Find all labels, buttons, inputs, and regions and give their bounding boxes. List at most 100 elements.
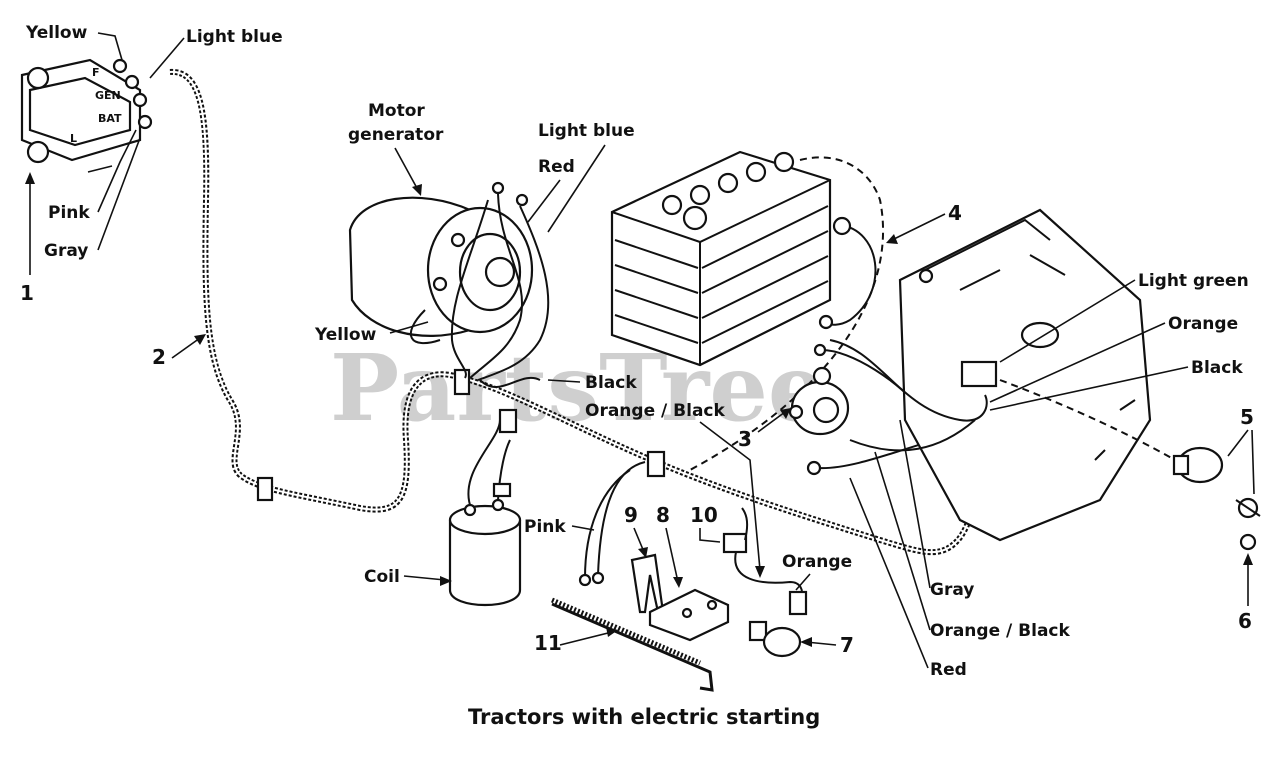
- arrow-5: [1227, 429, 1255, 495]
- regulator-pigtail: [87, 165, 113, 173]
- leader-black-center: [547, 379, 581, 383]
- arrow-11: [559, 631, 613, 646]
- leader-orange-right: [989, 322, 1166, 403]
- callout-3: 3: [738, 427, 752, 451]
- wire-generator-yellow: [450, 199, 489, 379]
- wire-tank-1: [829, 339, 988, 422]
- label-pink-coil: Pink: [524, 517, 566, 537]
- leader-light-blue-regulator: [149, 37, 185, 79]
- leader-pink-regulator: [97, 129, 137, 213]
- leader-red-generator: [527, 179, 561, 223]
- arrowhead-7: [800, 637, 812, 647]
- label-coil: Coil: [364, 567, 400, 587]
- leader-yellow-regulator: [97, 32, 123, 61]
- arrow-8: [665, 527, 679, 583]
- callout-9: 9: [624, 503, 638, 527]
- wire-tank-dashed: [999, 379, 1176, 461]
- callout-7: 7: [840, 633, 854, 657]
- regulator-terminal-f: F: [92, 66, 100, 79]
- arrowhead-1: [25, 172, 35, 184]
- motor-generator: [348, 196, 534, 345]
- wiring-harness: [169, 68, 988, 556]
- callout-5: 5: [1240, 405, 1254, 429]
- starter-solenoid: [788, 366, 850, 436]
- part-10-switch: [722, 507, 749, 554]
- fuel-tank: [898, 208, 1152, 542]
- label-light-green: Light green: [1138, 271, 1249, 291]
- label-pink-regulator: Pink: [48, 203, 90, 223]
- leader-light-green: [999, 279, 1136, 363]
- arrowhead-4: [886, 234, 898, 244]
- arrowhead-8: [673, 577, 683, 588]
- leader-yellow-generator: [389, 321, 429, 334]
- wire-generator-red: [469, 193, 523, 379]
- arrowhead-motor-generator: [412, 184, 422, 196]
- leader-orange-switch: [795, 573, 811, 591]
- ignition-coil: [448, 408, 522, 606]
- regulator-terminal-gen: GEN: [95, 89, 121, 102]
- arrow-9: [633, 527, 645, 553]
- leader-light-blue-generator: [547, 144, 606, 233]
- wire-pink-2: [584, 469, 631, 579]
- leader-red-bottom: [849, 477, 929, 669]
- callout-8: 8: [656, 503, 670, 527]
- part-7-switch: [748, 620, 802, 658]
- label-gray-bottom: Gray: [930, 580, 974, 600]
- voltage-regulator: F GEN BAT L: [20, 58, 153, 164]
- label-black-right: Black: [1191, 358, 1243, 378]
- battery-cable-dashed: [689, 156, 885, 471]
- arrowhead-orange-black-center: [755, 566, 765, 578]
- label-generator: generator: [348, 125, 444, 145]
- leader-gray-bottom: [899, 419, 931, 589]
- leader-black-right: [989, 366, 1189, 411]
- leader-orange-black-center: [699, 421, 761, 571]
- label-motor: Motor: [368, 101, 425, 121]
- ignition-switch: [1172, 446, 1261, 551]
- regulator-terminal-l: L: [70, 132, 77, 145]
- label-yellow-generator: Yellow: [314, 325, 377, 345]
- wire-pink: [597, 461, 646, 576]
- label-orange-black-center: Orange / Black: [585, 401, 725, 421]
- label-orange-right: Orange: [1168, 314, 1238, 334]
- arrow-10: [699, 528, 721, 543]
- arrowhead-coil: [440, 576, 452, 586]
- callout-6: 6: [1238, 609, 1252, 633]
- arrowhead-6: [1243, 553, 1253, 565]
- callout-10: 10: [690, 503, 718, 527]
- arrowhead-11: [606, 627, 618, 637]
- callout-1: 1: [20, 281, 34, 305]
- leader-pink-coil: [571, 525, 595, 531]
- label-light-blue-regulator: Light blue: [186, 27, 283, 47]
- callout-11: 11: [534, 631, 562, 655]
- leader-motor-generator: [394, 147, 419, 191]
- arrow-4: [891, 213, 946, 241]
- arrow-3: [757, 411, 786, 433]
- wire-tank-2: [849, 419, 976, 452]
- part-9-clip: [630, 553, 665, 614]
- arrowhead-2: [194, 334, 206, 345]
- arrowhead-3: [780, 408, 791, 419]
- label-black-center: Black: [585, 373, 637, 393]
- label-orange-black-bottom: Orange / Black: [930, 621, 1070, 641]
- wire-black-center: [479, 377, 541, 388]
- label-orange-switch: Orange: [782, 552, 852, 572]
- arrowhead-9: [638, 547, 648, 558]
- part-8-bracket: [648, 588, 730, 642]
- label-red-generator: Red: [538, 157, 575, 177]
- label-gray-regulator: Gray: [44, 241, 88, 261]
- label-yellow-regulator: Yellow: [25, 23, 88, 43]
- light-switch: [960, 360, 998, 388]
- part-11-rod: [551, 597, 714, 692]
- callout-4: 4: [948, 201, 962, 225]
- leader-orange-black-bottom: [874, 451, 931, 631]
- diagram-caption: Tractors with electric starting: [468, 705, 820, 729]
- callout-2: 2: [152, 345, 166, 369]
- battery: [610, 150, 832, 367]
- battery-cable-4: [823, 224, 877, 326]
- label-light-blue-generator: Light blue: [538, 121, 635, 141]
- leader-coil: [403, 575, 446, 581]
- label-red-bottom: Red: [930, 660, 967, 680]
- regulator-terminal-bat: BAT: [98, 112, 122, 125]
- arrow-2: [171, 337, 201, 359]
- leader-gray-regulator: [97, 137, 141, 251]
